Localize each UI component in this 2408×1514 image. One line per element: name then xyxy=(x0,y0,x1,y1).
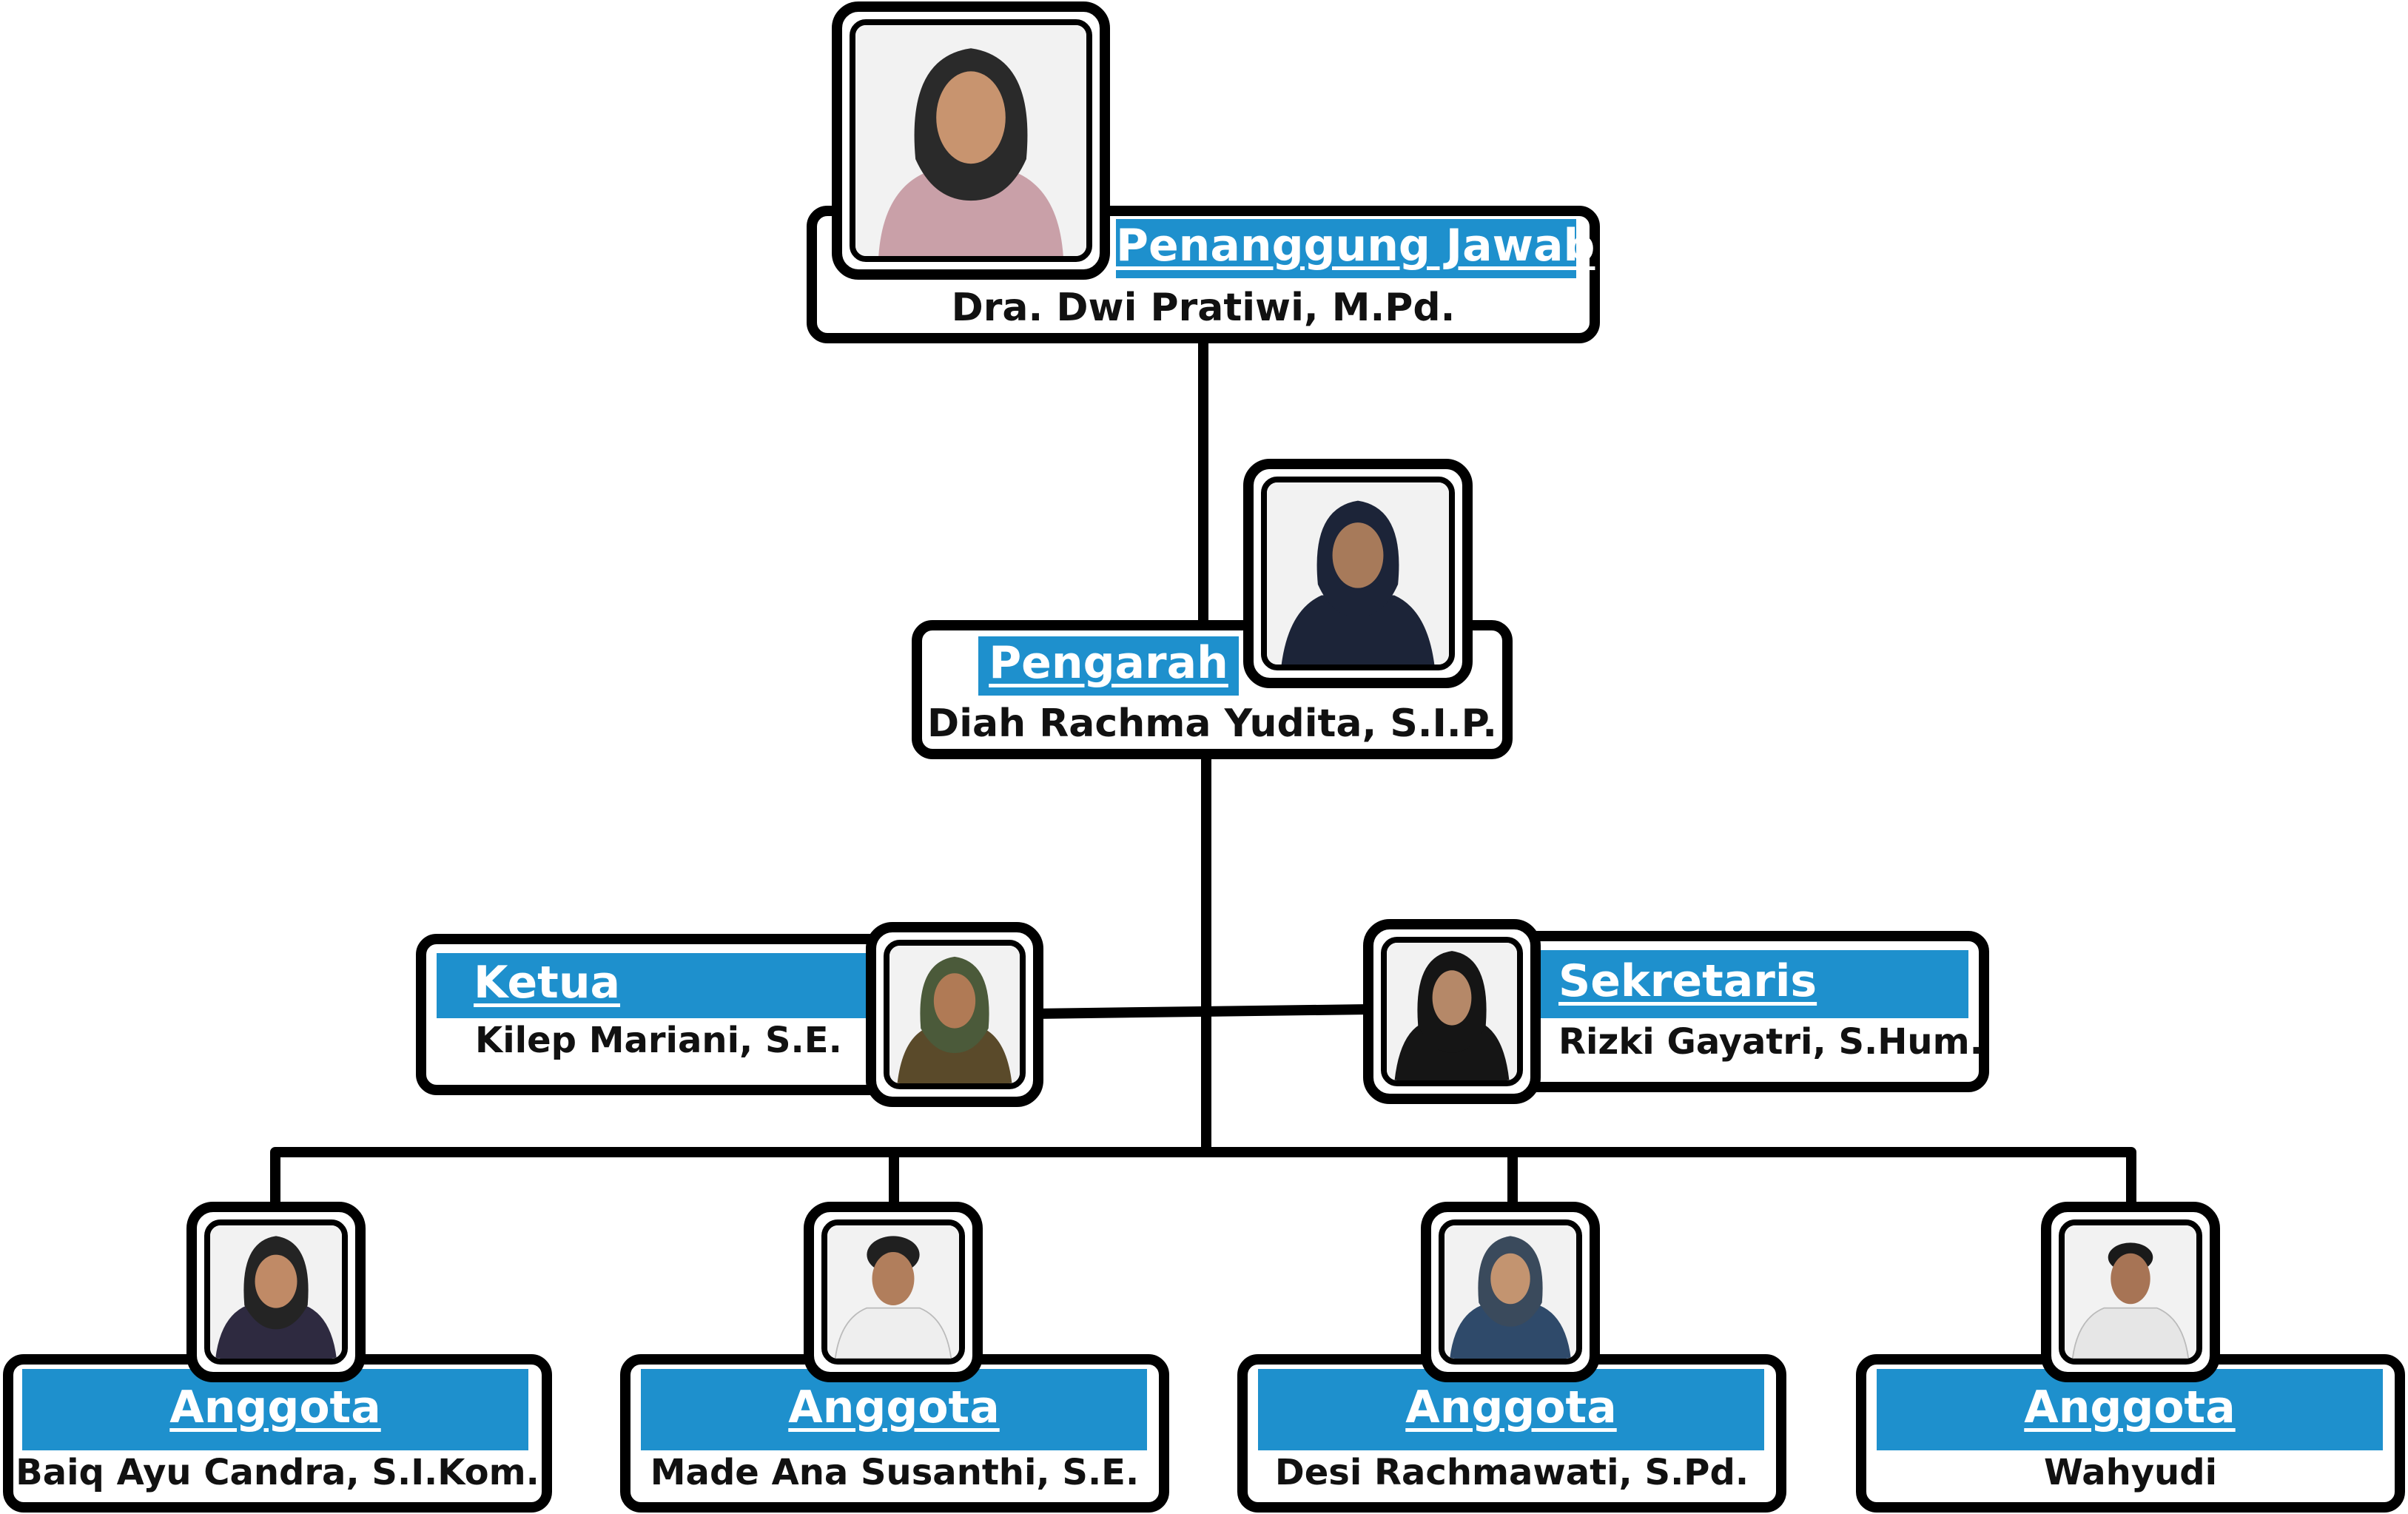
person-portrait-icon xyxy=(2065,1225,2196,1359)
anggota-role: Anggota xyxy=(788,1382,1000,1433)
anggota-role: Anggota xyxy=(169,1382,381,1433)
sekretaris-role: Sekretaris xyxy=(1558,955,1817,1007)
person-portrait-icon xyxy=(210,1225,342,1359)
ketua-name: Kilep Mariani, S.E. xyxy=(475,1020,842,1061)
person-portrait-icon xyxy=(1445,1225,1576,1359)
penanggung-photo xyxy=(832,1,1110,280)
anggota-role-banner xyxy=(641,1369,1147,1450)
ketua-role-banner xyxy=(437,953,881,1018)
anggota-photo xyxy=(1421,1202,1600,1382)
anggota-role: Anggota xyxy=(1405,1382,1617,1433)
ketua-photo xyxy=(866,922,1043,1107)
anggota-name: Made Ana Susanthi, S.E. xyxy=(650,1452,1140,1493)
line-ketua-to-sekretaris xyxy=(1027,1004,1374,1019)
sekretaris-photo xyxy=(1363,919,1541,1104)
penanggung-role-banner xyxy=(1116,219,1576,278)
pengarah-role-banner xyxy=(978,636,1239,696)
person-portrait-icon xyxy=(889,946,1020,1083)
pengarah-role: Pengarah xyxy=(989,637,1228,689)
pengarah-name: Diah Rachma Yudita, S.I.P. xyxy=(927,702,1497,746)
penanggung-name: Dra. Dwi Pratiwi, M.Pd. xyxy=(951,286,1456,330)
person-portrait-icon xyxy=(1267,482,1449,665)
anggota-role: Anggota xyxy=(2024,1382,2236,1433)
penanggung-role: Penanggung Jawab xyxy=(1116,220,1595,272)
anggota-role-banner xyxy=(1877,1369,2383,1450)
person-portrait-icon xyxy=(855,25,1086,256)
anggota-role-banner xyxy=(1258,1369,1764,1450)
anggota-name: Desi Rachmawati, S.Pd. xyxy=(1274,1452,1749,1493)
anggota-name: Wahyudi xyxy=(2043,1452,2218,1493)
anggota-photo xyxy=(804,1202,983,1382)
anggota-photo xyxy=(186,1202,366,1382)
sekretaris-role-banner xyxy=(1524,950,1968,1018)
person-portrait-icon xyxy=(1387,943,1517,1080)
anggota-photo xyxy=(2041,1202,2220,1382)
anggota-role-banner xyxy=(22,1369,528,1450)
line-anggota-bus xyxy=(270,1147,2136,1208)
sekretaris-name: Rizki Gayatri, S.Hum. xyxy=(1558,1021,1983,1063)
ketua-role: Ketua xyxy=(474,957,621,1009)
person-portrait-icon xyxy=(827,1225,959,1359)
anggota-name: Baiq Ayu Candra, S.I.Kom. xyxy=(16,1452,539,1493)
pengarah-photo xyxy=(1243,459,1473,688)
